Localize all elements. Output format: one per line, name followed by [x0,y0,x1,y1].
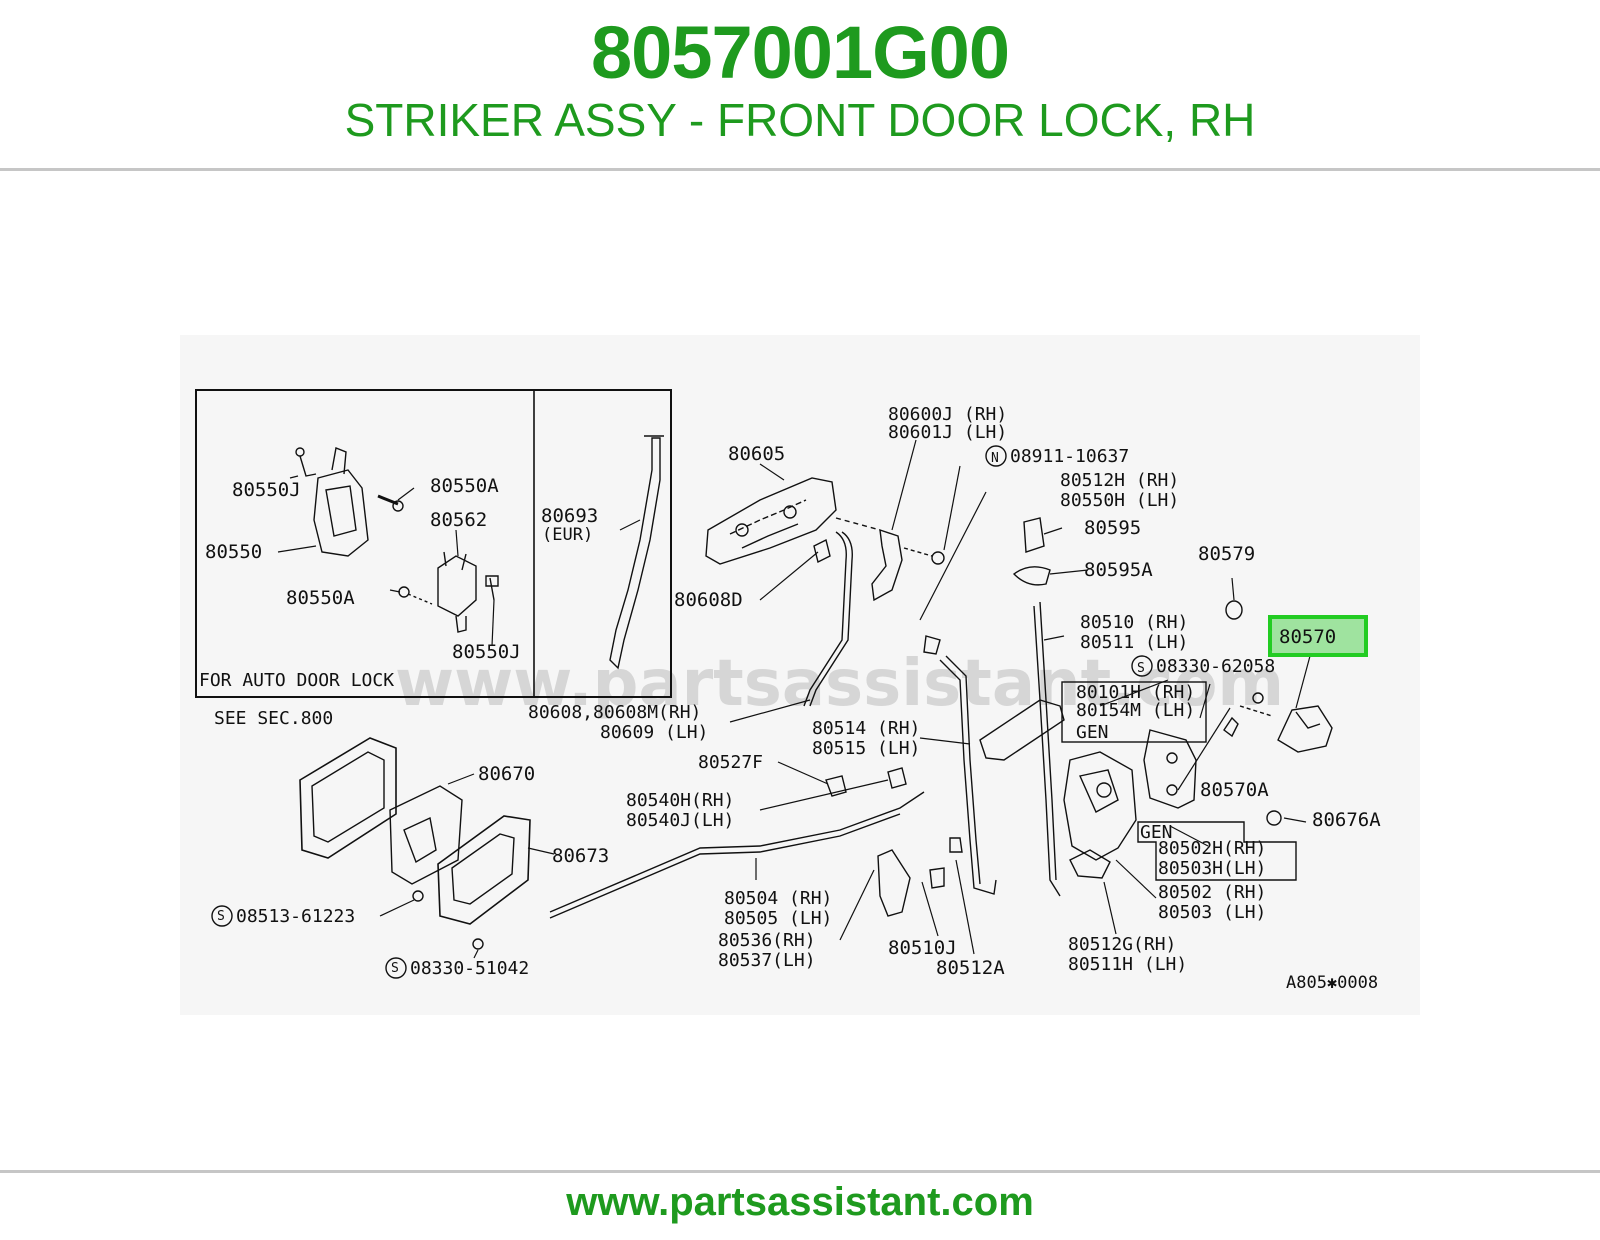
label-gen-2: GEN [1140,822,1173,843]
grommet [1225,600,1243,620]
label-80601j: 80601J (LH) [888,422,1007,443]
label-frame-80502h [1137,821,1297,881]
part-description: STRIKER ASSY - FRONT DOOR LOCK, RH [344,94,1256,146]
callout-labels: 80550J 80550A 80550 80562 80550A 80550J … [199,404,1381,993]
label-80570[interactable]: 80570 [1279,626,1336,648]
door-check-strap [979,699,1065,761]
label-80527f: 80527F [698,752,763,773]
label-80595: 80595 [1084,517,1141,539]
lock-knob [1012,517,1051,586]
label-80608d: 80608D [674,589,743,611]
inside-handle-bezel [299,737,531,950]
lock-knob-rod [923,635,997,895]
label-80540j: 80540J(LH) [626,810,734,831]
label-80595a: 80595A [1084,559,1153,581]
part-number-title: 8057001G00 [591,11,1010,94]
label-80608: 80608,80608M(RH) [528,702,701,723]
label-80512h: 80512H (RH) [1060,470,1179,491]
label-80511: 80511 (LH) [1080,632,1188,653]
footer-site-link[interactable]: www.partsassistant.com [566,1180,1034,1224]
label-80693: 80693 [541,505,598,527]
label-08513: 08513-61223 [236,906,355,927]
inside-handle-rod [549,767,945,919]
parts-diagram: www.partsassistant.com [180,335,1420,1015]
label-80550j-a: 80550J [232,479,301,501]
label-80515: 80515 (LH) [812,738,920,759]
inset-frame [195,389,672,698]
handle-bracket [835,517,945,602]
striker-assembly [1223,692,1333,753]
label-80570a: 80570A [1200,779,1269,801]
label-80503h: 80503H(LH) [1158,858,1266,879]
label-80154m: 80154M (LH) [1076,700,1195,721]
label-80550h: 80550H (LH) [1060,490,1179,511]
label-80562: 80562 [430,509,487,531]
diagram-canvas: www.partsassistant.com [195,389,1381,993]
label-80510: 80510 (RH) [1080,612,1188,633]
label-see-sec: SEE SEC.800 [214,708,333,729]
label-80101h: 80101H (RH) [1076,682,1195,703]
watermark: www.partsassistant.com [395,647,1284,721]
label-80502: 80502 (RH) [1158,882,1266,903]
label-80512g: 80512G(RH) [1068,934,1176,955]
label-80550: 80550 [205,541,262,563]
key-rod [803,531,853,707]
label-80540h: 80540H(RH) [626,790,734,811]
label-80550a-b: 80550A [286,587,355,609]
symbol-s1: S [1137,661,1145,676]
eur-lock-rod [609,435,664,670]
label-80550a-a: 80550A [430,475,499,497]
leader-lines [277,439,1311,959]
label-80609: 80609 (LH) [600,722,708,743]
symbol-n: N [991,451,999,466]
highlight-box[interactable] [1268,615,1368,657]
label-80514: 80514 (RH) [812,718,920,739]
label-08330-62058: 08330-62058 [1156,656,1275,677]
label-80504: 80504 (RH) [724,888,832,909]
label-80511h: 80511H (LH) [1068,954,1187,975]
label-frame-80101h [1061,681,1207,743]
label-80670: 80670 [478,763,535,785]
inset-caption: FOR AUTO DOOR LOCK [199,670,394,691]
header-divider [0,168,1600,171]
label-80579: 80579 [1198,543,1255,565]
label-80600j: 80600J (RH) [888,404,1007,425]
label-80503: 80503 (LH) [1158,902,1266,923]
footer-divider [0,1170,1600,1173]
label-08911: 08911-10637 [1010,446,1129,467]
symbol-s3: S [391,961,399,976]
outside-handle [705,477,837,565]
label-80510j: 80510J [888,937,957,959]
label-80673: 80673 [552,845,609,867]
label-80505: 80505 (LH) [724,908,832,929]
label-80537: 80537(LH) [718,950,816,971]
label-80536: 80536(RH) [718,930,816,951]
figure-code: A805✱0008 [1286,973,1378,993]
label-gen-1: GEN [1076,722,1109,743]
inside-lock-rod [1033,601,1061,897]
label-80605: 80605 [728,443,785,465]
label-08330-51042: 08330-51042 [410,958,529,979]
bumper [1266,810,1282,826]
symbol-s2: S [217,909,225,924]
circled-symbols [211,445,1153,979]
label-80512a: 80512A [936,957,1005,979]
label-eur: (EUR) [542,525,593,545]
label-80676a: 80676A [1312,809,1381,831]
auto-door-lock-actuator [295,447,499,633]
door-lock-assembly [1063,729,1197,879]
label-80502h: 80502H(RH) [1158,838,1266,859]
label-80550j-b: 80550J [452,641,521,663]
